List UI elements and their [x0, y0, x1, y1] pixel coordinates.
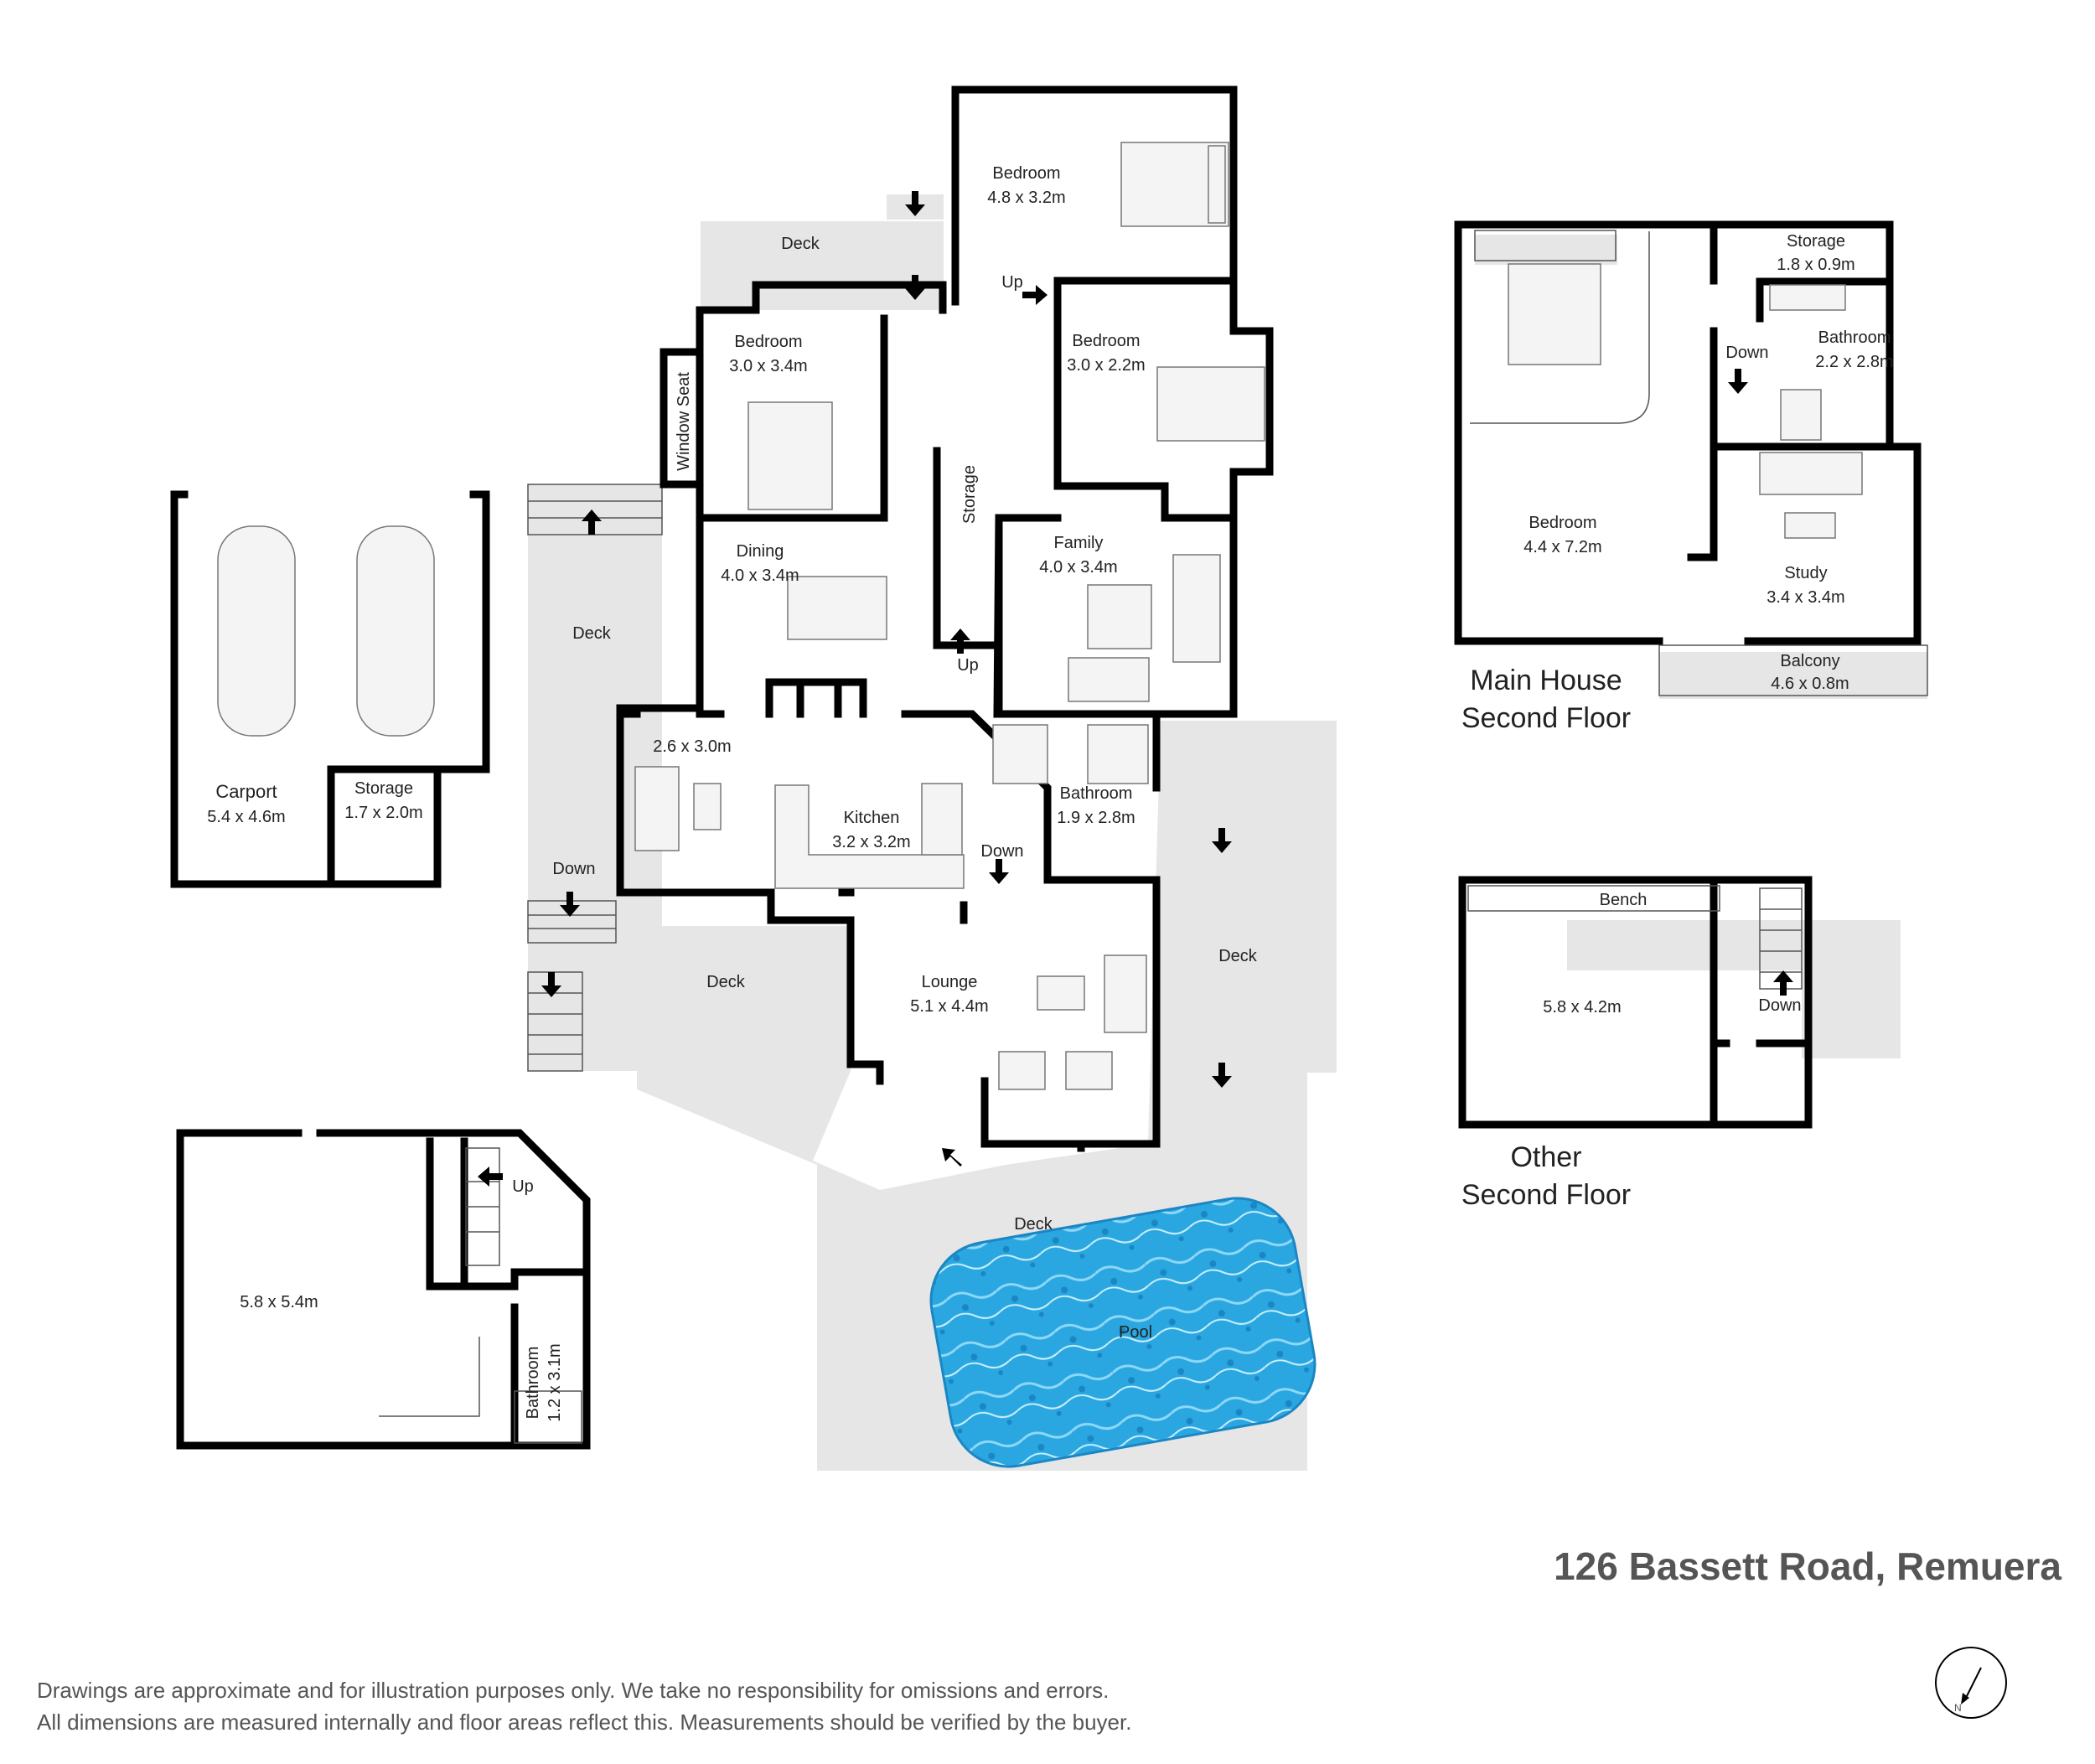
deck-label-left: Deck — [572, 624, 612, 643]
up-label-bedroom: Up — [1001, 273, 1023, 292]
compass-icon: N — [1935, 1647, 2007, 1719]
lower-bathroom-size: 1.2 x 3.1m — [546, 1343, 564, 1421]
room-label-bathroom-main: Bathroom — [1060, 784, 1133, 803]
lower-room-size: 5.8 x 5.4m — [240, 1293, 318, 1311]
second-floor-walls — [1454, 220, 1928, 696]
osf-title-line2: Second Floor — [1461, 1179, 1631, 1211]
lower-floor-walls — [176, 1129, 591, 1450]
room-label-family: Family — [1054, 534, 1104, 552]
compass-letter: N — [1954, 1702, 1962, 1714]
room-size-bedroom-top: 4.8 x 3.2m — [987, 189, 1065, 207]
lower-bathroom-label: Bathroom — [524, 1347, 542, 1420]
sf-title-line1: Main House — [1470, 665, 1622, 696]
storage-label: Storage — [960, 465, 979, 524]
sf-balcony-label: Balcony — [1780, 652, 1839, 670]
sf-storage-size: 1.8 x 0.9m — [1777, 256, 1854, 274]
deck-label-top: Deck — [781, 235, 820, 253]
window-seat-label: Window Seat — [675, 372, 693, 471]
room-label-bedroom-top: Bedroom — [992, 164, 1060, 183]
sf-bathroom-size: 2.2 x 2.8m — [1815, 353, 1893, 371]
sf-storage-label: Storage — [1787, 232, 1845, 251]
up-label-family: Up — [957, 656, 979, 675]
room-label-carport: Carport — [215, 781, 277, 802]
sf-bathroom-label: Bathroom — [1818, 328, 1891, 347]
room-size-family: 4.0 x 3.4m — [1039, 558, 1117, 577]
pool-label: Pool — [1119, 1323, 1152, 1342]
direction-arrows — [478, 191, 1793, 1187]
osf-down-label: Down — [1758, 996, 1801, 1015]
room-label-kitchen: Kitchen — [844, 809, 900, 827]
disclaimer-line-2: All dimensions are measured internally a… — [37, 1710, 1132, 1735]
deck-label-lower-left: Deck — [706, 973, 746, 991]
room-size-lounge: 5.1 x 4.4m — [910, 997, 988, 1016]
lower-up-label: Up — [512, 1177, 534, 1196]
down-label-deck: Down — [552, 860, 595, 878]
osf-room-size: 5.8 x 4.2m — [1543, 998, 1621, 1016]
room-size-dining: 4.0 x 3.4m — [721, 566, 799, 585]
carport-walls — [170, 490, 490, 888]
disclaimer-line-1: Drawings are approximate and for illustr… — [37, 1678, 1110, 1703]
disclaimer: Drawings are approximate and for illustr… — [37, 1674, 1131, 1738]
room-size-carport: 5.4 x 4.6m — [207, 808, 285, 826]
room-size-sitting: 2.6 x 3.0m — [653, 737, 731, 756]
sf-study-label: Study — [1784, 564, 1827, 582]
room-label-bedroom-right: Bedroom — [1072, 332, 1140, 350]
osf-bench-label: Bench — [1600, 891, 1648, 909]
main-floor-walls — [616, 85, 1274, 1152]
furniture — [217, 142, 1265, 1090]
room-size-bedroom-left: 3.0 x 3.4m — [729, 357, 807, 375]
room-size-storage-carport: 1.7 x 2.0m — [344, 804, 422, 822]
sf-balcony-size: 4.6 x 0.8m — [1771, 675, 1849, 693]
sf-study-size: 3.4 x 3.4m — [1767, 588, 1844, 607]
room-label-storage-carport: Storage — [354, 779, 413, 798]
sf-bedroom-size: 4.4 x 7.2m — [1523, 538, 1601, 556]
pool — [929, 1197, 1316, 1468]
room-size-bedroom-right: 3.0 x 2.2m — [1067, 356, 1145, 375]
sf-title-line2: Second Floor — [1461, 702, 1631, 734]
room-label-lounge: Lounge — [922, 973, 978, 991]
room-label-dining: Dining — [737, 542, 784, 561]
deck-label-right: Deck — [1218, 947, 1258, 965]
deck-label-pool: Deck — [1014, 1215, 1053, 1234]
room-size-kitchen: 3.2 x 3.2m — [832, 833, 910, 851]
room-size-bathroom-main: 1.9 x 2.8m — [1057, 809, 1135, 827]
address-title: 126 Bassett Road, Remuera — [1554, 1544, 2061, 1588]
osf-title-line1: Other — [1510, 1141, 1581, 1173]
room-label-bedroom-left: Bedroom — [734, 333, 802, 351]
other-second-floor-walls — [1458, 876, 1813, 1129]
sf-down-label: Down — [1725, 344, 1768, 362]
down-label-kitchen: Down — [980, 842, 1023, 861]
sf-bedroom-label: Bedroom — [1529, 514, 1596, 532]
